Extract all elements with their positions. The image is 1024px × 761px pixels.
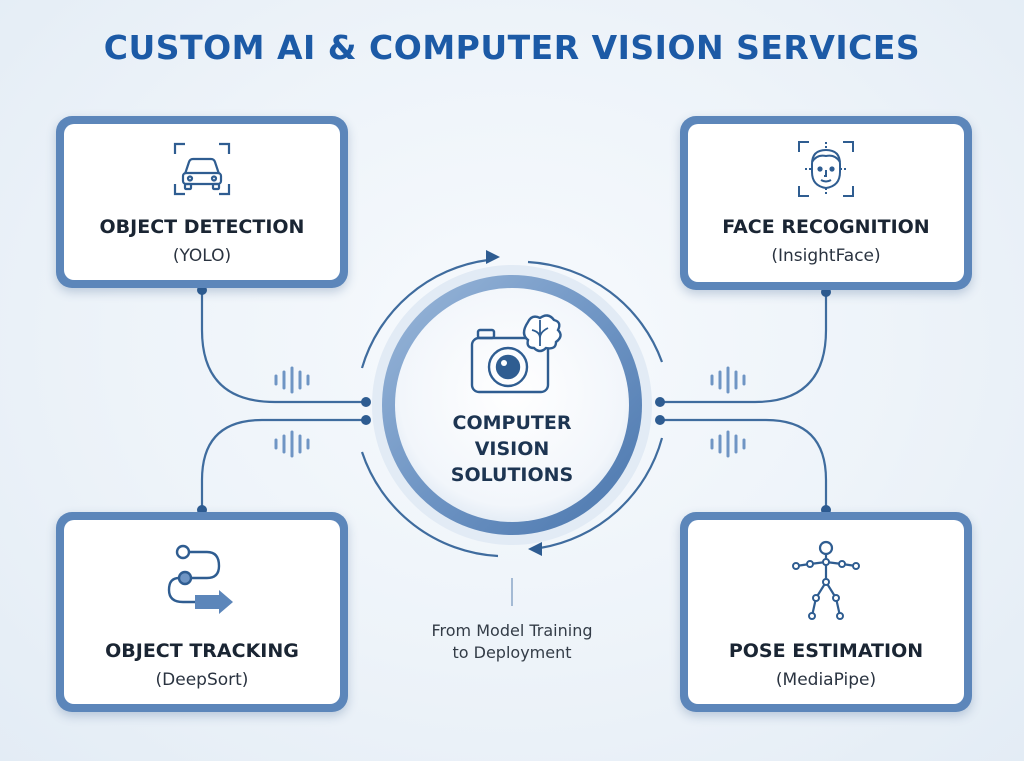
card-title: OBJECT DETECTION	[99, 216, 305, 238]
signal-wave-icon	[274, 430, 310, 458]
arrow-head-icon	[528, 542, 542, 556]
card-title: OBJECT TRACKING	[105, 640, 299, 662]
card-title: POSE ESTIMATION	[728, 640, 924, 662]
camera-brain-icon	[470, 314, 562, 394]
hub-disc	[395, 288, 629, 522]
tagline-line: to Deployment	[452, 643, 572, 662]
card-subtitle: (DeepSort)	[155, 670, 249, 690]
cycle-arrows	[360, 258, 664, 558]
connector-dot	[361, 415, 371, 425]
car-detection-icon	[173, 142, 231, 196]
card-pose-estimation: POSE ESTIMATION (MediaPipe)	[680, 512, 972, 712]
connector-pose-estimation	[660, 418, 828, 510]
connector-face-recognition	[660, 292, 828, 404]
connector-object-tracking	[200, 418, 366, 510]
hub-label-line: COMPUTER	[452, 412, 572, 434]
connector-dot	[655, 415, 665, 425]
card-face-recognition: FACE RECOGNITION (InsightFace)	[680, 116, 972, 290]
arrow-head-icon	[486, 250, 500, 264]
signal-wave-icon	[274, 366, 310, 394]
face-scan-icon	[798, 141, 854, 197]
tagline: From Model Training to Deployment	[392, 620, 632, 664]
card-object-tracking: OBJECT TRACKING (DeepSort)	[56, 512, 348, 712]
card-subtitle: (MediaPipe)	[775, 670, 877, 690]
signal-wave-icon	[710, 430, 746, 458]
tagline-line: From Model Training	[431, 621, 593, 640]
connector-dot	[361, 397, 371, 407]
signal-wave-icon	[710, 366, 746, 394]
card-object-detection: OBJECT DETECTION (YOLO)	[56, 116, 348, 288]
card-subtitle: (YOLO)	[172, 246, 232, 266]
hub-label-line: SOLUTIONS	[450, 464, 574, 486]
pose-skeleton-icon	[792, 540, 860, 620]
page-title: CUSTOM AI & COMPUTER VISION SERVICES	[103, 28, 921, 67]
hub-label: COMPUTER VISION SOLUTIONS	[412, 410, 612, 488]
tracking-path-icon	[167, 544, 233, 614]
hub-label-line: VISION	[474, 438, 550, 460]
card-subtitle: (InsightFace)	[771, 246, 881, 266]
card-title: FACE RECOGNITION	[722, 216, 930, 238]
connector-object-detection	[200, 290, 366, 404]
connector-dot	[655, 397, 665, 407]
